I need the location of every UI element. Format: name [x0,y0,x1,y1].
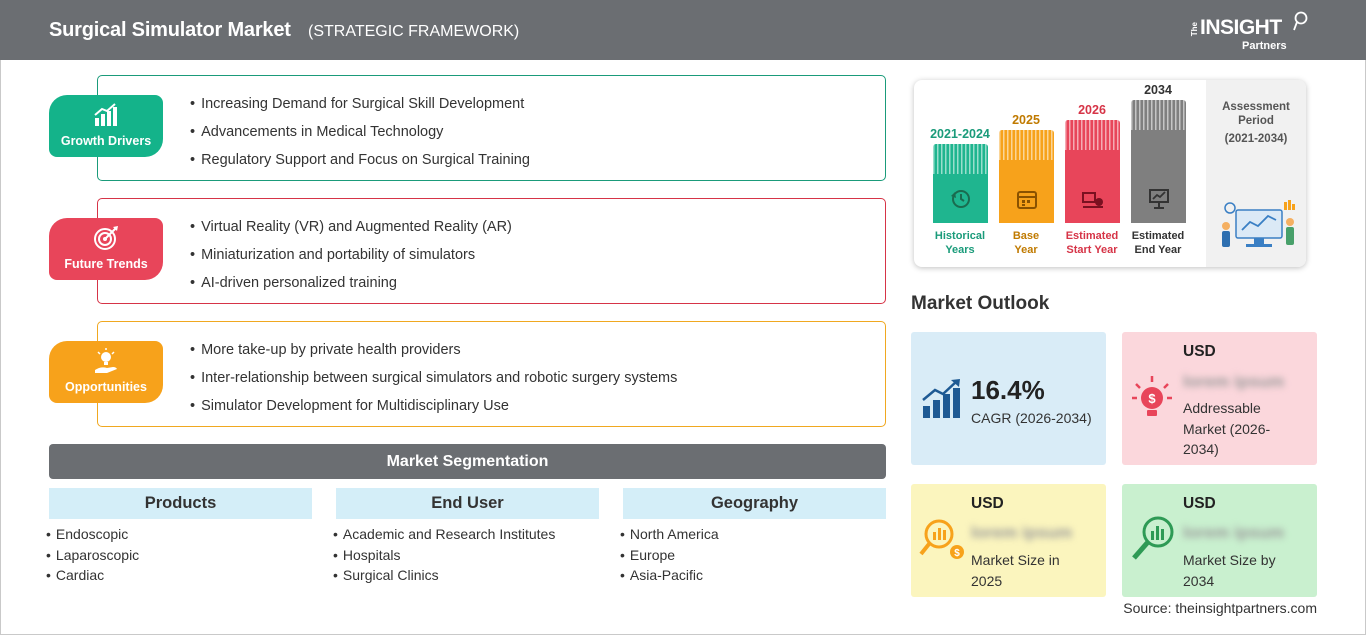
timeline-year: 2034 [1144,83,1172,97]
size-2025-currency: USD [971,495,1004,512]
addressable-market-tile: $ USD lorem ipsum Addressable Market (20… [1122,332,1317,465]
addressable-currency: USD [1183,343,1216,360]
assessment-label-line2: Period [1238,115,1274,127]
timeline-bar [999,130,1054,223]
header-bar: Surgical Simulator Market (STRATEGIC FRA… [0,0,1366,60]
timeline-bar [1065,120,1120,223]
lightbulb-hand-icon [93,348,119,374]
segment-heading-end-user: End User [336,488,599,519]
segment-item: Hospitals [333,545,555,566]
framework-bullet: AI-driven personalized training [190,275,512,303]
segment-list: North AmericaEuropeAsia-Pacific [620,524,719,586]
framework-bullet: Increasing Demand for Surgical Skill Dev… [190,96,530,124]
timeline-bar [1131,100,1186,223]
page-subtitle: (STRATEGIC FRAMEWORK) [308,23,520,40]
page-title: Surgical Simulator Market [49,19,291,41]
source-credit[interactable]: Source: theinsightpartners.com [1123,600,1317,616]
segment-item: Europe [620,545,719,566]
target-icon [93,225,119,251]
timeline-bar [933,144,988,223]
segment-item: Asia-Pacific [620,565,719,586]
size-2034-value: lorem ipsum [1183,523,1285,542]
framework-bullet: More take-up by private health providers [190,342,677,370]
framework-badge-growth-drivers: Growth Drivers [49,95,163,157]
svg-text:$: $ [1148,391,1156,406]
presentation-icon [1147,187,1171,211]
money-bulb-icon: $ [1132,376,1172,416]
svg-text:$: $ [954,548,960,559]
framework-bullet: Advancements in Medical Technology [190,124,530,152]
size-2034-label-line2: 2034 [1183,572,1215,589]
framework-card-future-trends: Virtual Reality (VR) and Augmented Reali… [97,198,886,304]
framework-card-opportunities: More take-up by private health providers… [97,321,886,427]
framework-bullet: Regulatory Support and Focus on Surgical… [190,152,530,180]
addressable-label-line2: Market (2026- [1183,420,1271,437]
segment-item: Cardiac [46,565,139,586]
segment-heading-products: Products [49,488,312,519]
logo-bubble-icon [1293,11,1308,31]
segment-list: Academic and Research InstitutesHospital… [333,524,555,586]
framework-badge-future-trends: Future Trends [49,218,163,280]
size-2025-label-line1: Market Size in [971,552,1060,568]
framework-bullet-list: Increasing Demand for Surgical Skill Dev… [190,96,530,180]
cagr-label: CAGR (2026-2034) [971,410,1092,426]
magnifier-chart-icon [1132,516,1174,560]
market-outlook-title: Market Outlook [911,293,1050,314]
history-icon [949,187,973,211]
market-size-2034-tile: USD lorem ipsum Market Size by 2034 [1122,484,1317,597]
framework-badge-label: Growth Drivers [60,134,152,148]
size-2025-label-line2: 2025 [971,572,1003,589]
framework-badge-opportunities: Opportunities [49,341,163,403]
timeline-year: 2025 [1012,113,1040,127]
size-2025-value: lorem ipsum [971,523,1073,542]
growth-bars-icon [922,379,960,418]
cagr-tile: 16.4% CAGR (2026-2034) [911,332,1106,465]
segment-item: North America [620,524,719,545]
assessment-period: (2021-2034) [1224,133,1288,145]
segment-list: EndoscopicLaparoscopicCardiac [46,524,139,586]
cagr-value: 16.4% [971,375,1045,405]
segment-item: Endoscopic [46,524,139,545]
framework-bullet: Simulator Development for Multidisciplin… [190,398,677,426]
market-size-2025-tile: $ USD lorem ipsum Market Size in 2025 [911,484,1106,597]
framework-badge-label: Opportunities [65,380,147,394]
framework-badge-label: Future Trends [64,257,148,271]
framework-bullet: Miniaturization and portability of simul… [190,247,512,275]
segment-item: Surgical Clinics [333,565,555,586]
framework-card-growth-drivers: Increasing Demand for Surgical Skill Dev… [97,75,886,181]
assessment-label-line1: Assessment [1222,101,1290,113]
addressable-value: lorem ipsum [1183,372,1285,391]
assessment-period-box: Assessment Period (2021-2034) [1206,80,1306,267]
magnifier-coin-icon: $ [919,519,964,559]
segmentation-title: Market Segmentation [49,444,886,479]
timeline-year: 2021-2024 [930,127,990,141]
start-flag-icon [1081,187,1105,211]
size-2034-currency: USD [1183,495,1216,512]
framework-bullet-list: More take-up by private health providers… [190,342,677,426]
segment-item: Academic and Research Institutes [333,524,555,545]
segment-item: Laparoscopic [46,545,139,566]
analytics-people-icon [1222,200,1295,247]
framework-bullet-list: Virtual Reality (VR) and Augmented Reali… [190,219,512,303]
framework-bullet: Inter-relationship between surgical simu… [190,370,677,398]
framework-bullet: Virtual Reality (VR) and Augmented Reali… [190,219,512,247]
segment-heading-geography: Geography [623,488,886,519]
calendar-icon [1015,187,1039,211]
timeline-year: 2026 [1078,103,1106,117]
addressable-label-line3: 2034) [1183,441,1219,457]
addressable-label-line1: Addressable [1183,400,1261,416]
growth-chart-icon [93,102,119,128]
insight-partners-logo[interactable]: The INSIGHT Partners [1190,10,1310,54]
size-2034-label-line1: Market Size by [1183,552,1276,568]
